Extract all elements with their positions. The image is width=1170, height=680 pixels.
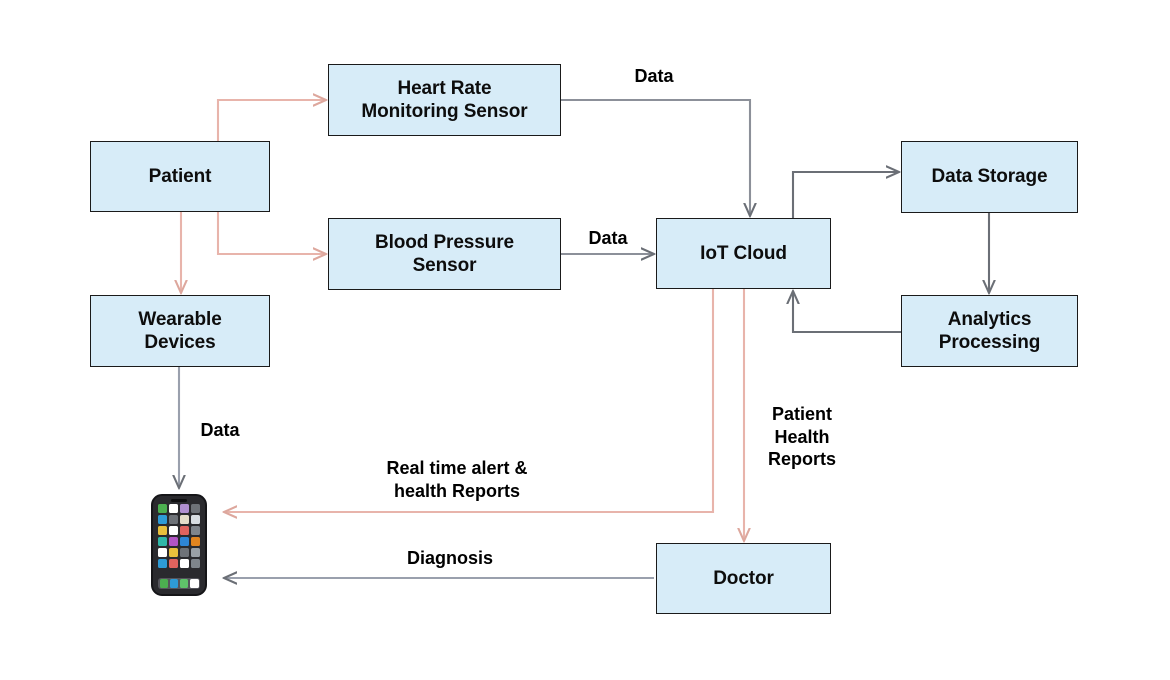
phone-app-icon — [169, 526, 178, 535]
smartphone-icon[interactable] — [151, 494, 207, 596]
edge-label-data-wearable-to-phone: Data — [200, 420, 240, 440]
edge-label-real-time-alert-health-reports: Real time alert & health Reports — [386, 458, 528, 501]
phone-app-icon — [191, 526, 200, 535]
phone-app-icon — [158, 548, 167, 558]
phone-app-icon — [191, 504, 200, 513]
node-doctor[interactable]: Doctor — [656, 543, 831, 614]
phone-app-icon — [158, 526, 167, 535]
edge-cloud-to-data-storage — [791, 172, 899, 218]
phone-dock-icon — [159, 579, 168, 588]
phone-app-icon — [180, 515, 189, 524]
phone-app-icon — [158, 559, 167, 569]
phone-app-icon — [169, 559, 178, 569]
edge-label-diagnosis: Diagnosis — [406, 548, 494, 568]
phone-app-icon — [180, 548, 189, 558]
edge-label-data-blood-pressure-to-cloud: Data — [588, 228, 628, 248]
node-data-storage[interactable]: Data Storage — [901, 141, 1078, 213]
phone-app-icon — [191, 515, 200, 524]
phone-dock-icon — [180, 579, 189, 588]
node-analytics-processing[interactable]: Analytics Processing — [901, 295, 1078, 367]
node-heart-rate-monitoring-sensor[interactable]: Heart Rate Monitoring Sensor — [328, 64, 561, 136]
phone-app-icon — [158, 515, 167, 524]
node-patient[interactable]: Patient — [90, 141, 270, 212]
node-blood-pressure-sensor[interactable]: Blood Pressure Sensor — [328, 218, 561, 290]
edge-patient-to-heart-rate — [216, 100, 326, 141]
phone-app-icon — [180, 504, 189, 513]
phone-dock — [158, 577, 200, 589]
edge-analytics-to-cloud — [793, 291, 901, 334]
phone-app-icon — [169, 537, 178, 546]
phone-app-icon — [191, 559, 200, 569]
edge-label-patient-health-reports: Patient Health Reports — [767, 404, 836, 470]
phone-app-grid — [158, 504, 200, 569]
phone-notch — [171, 499, 187, 502]
phone-dock-icon — [190, 579, 199, 588]
phone-app-icon — [169, 504, 178, 513]
phone-screen — [158, 504, 200, 589]
phone-app-icon — [191, 548, 200, 558]
node-wearable-devices[interactable]: Wearable Devices — [90, 295, 270, 367]
edge-heart-rate-to-cloud — [561, 98, 750, 216]
phone-app-icon — [158, 537, 167, 546]
phone-dock-icon — [169, 579, 178, 588]
phone-app-icon — [180, 559, 189, 569]
node-iot-cloud[interactable]: IoT Cloud — [656, 218, 831, 289]
edge-label-data-heart-rate-to-cloud: Data — [634, 66, 674, 86]
phone-app-icon — [191, 537, 200, 546]
phone-app-icon — [180, 526, 189, 535]
phone-app-icon — [169, 548, 178, 558]
phone-app-icon — [158, 504, 167, 513]
edge-patient-to-blood-pressure — [216, 212, 326, 254]
phone-app-icon — [169, 515, 178, 524]
phone-app-icon — [180, 537, 189, 546]
